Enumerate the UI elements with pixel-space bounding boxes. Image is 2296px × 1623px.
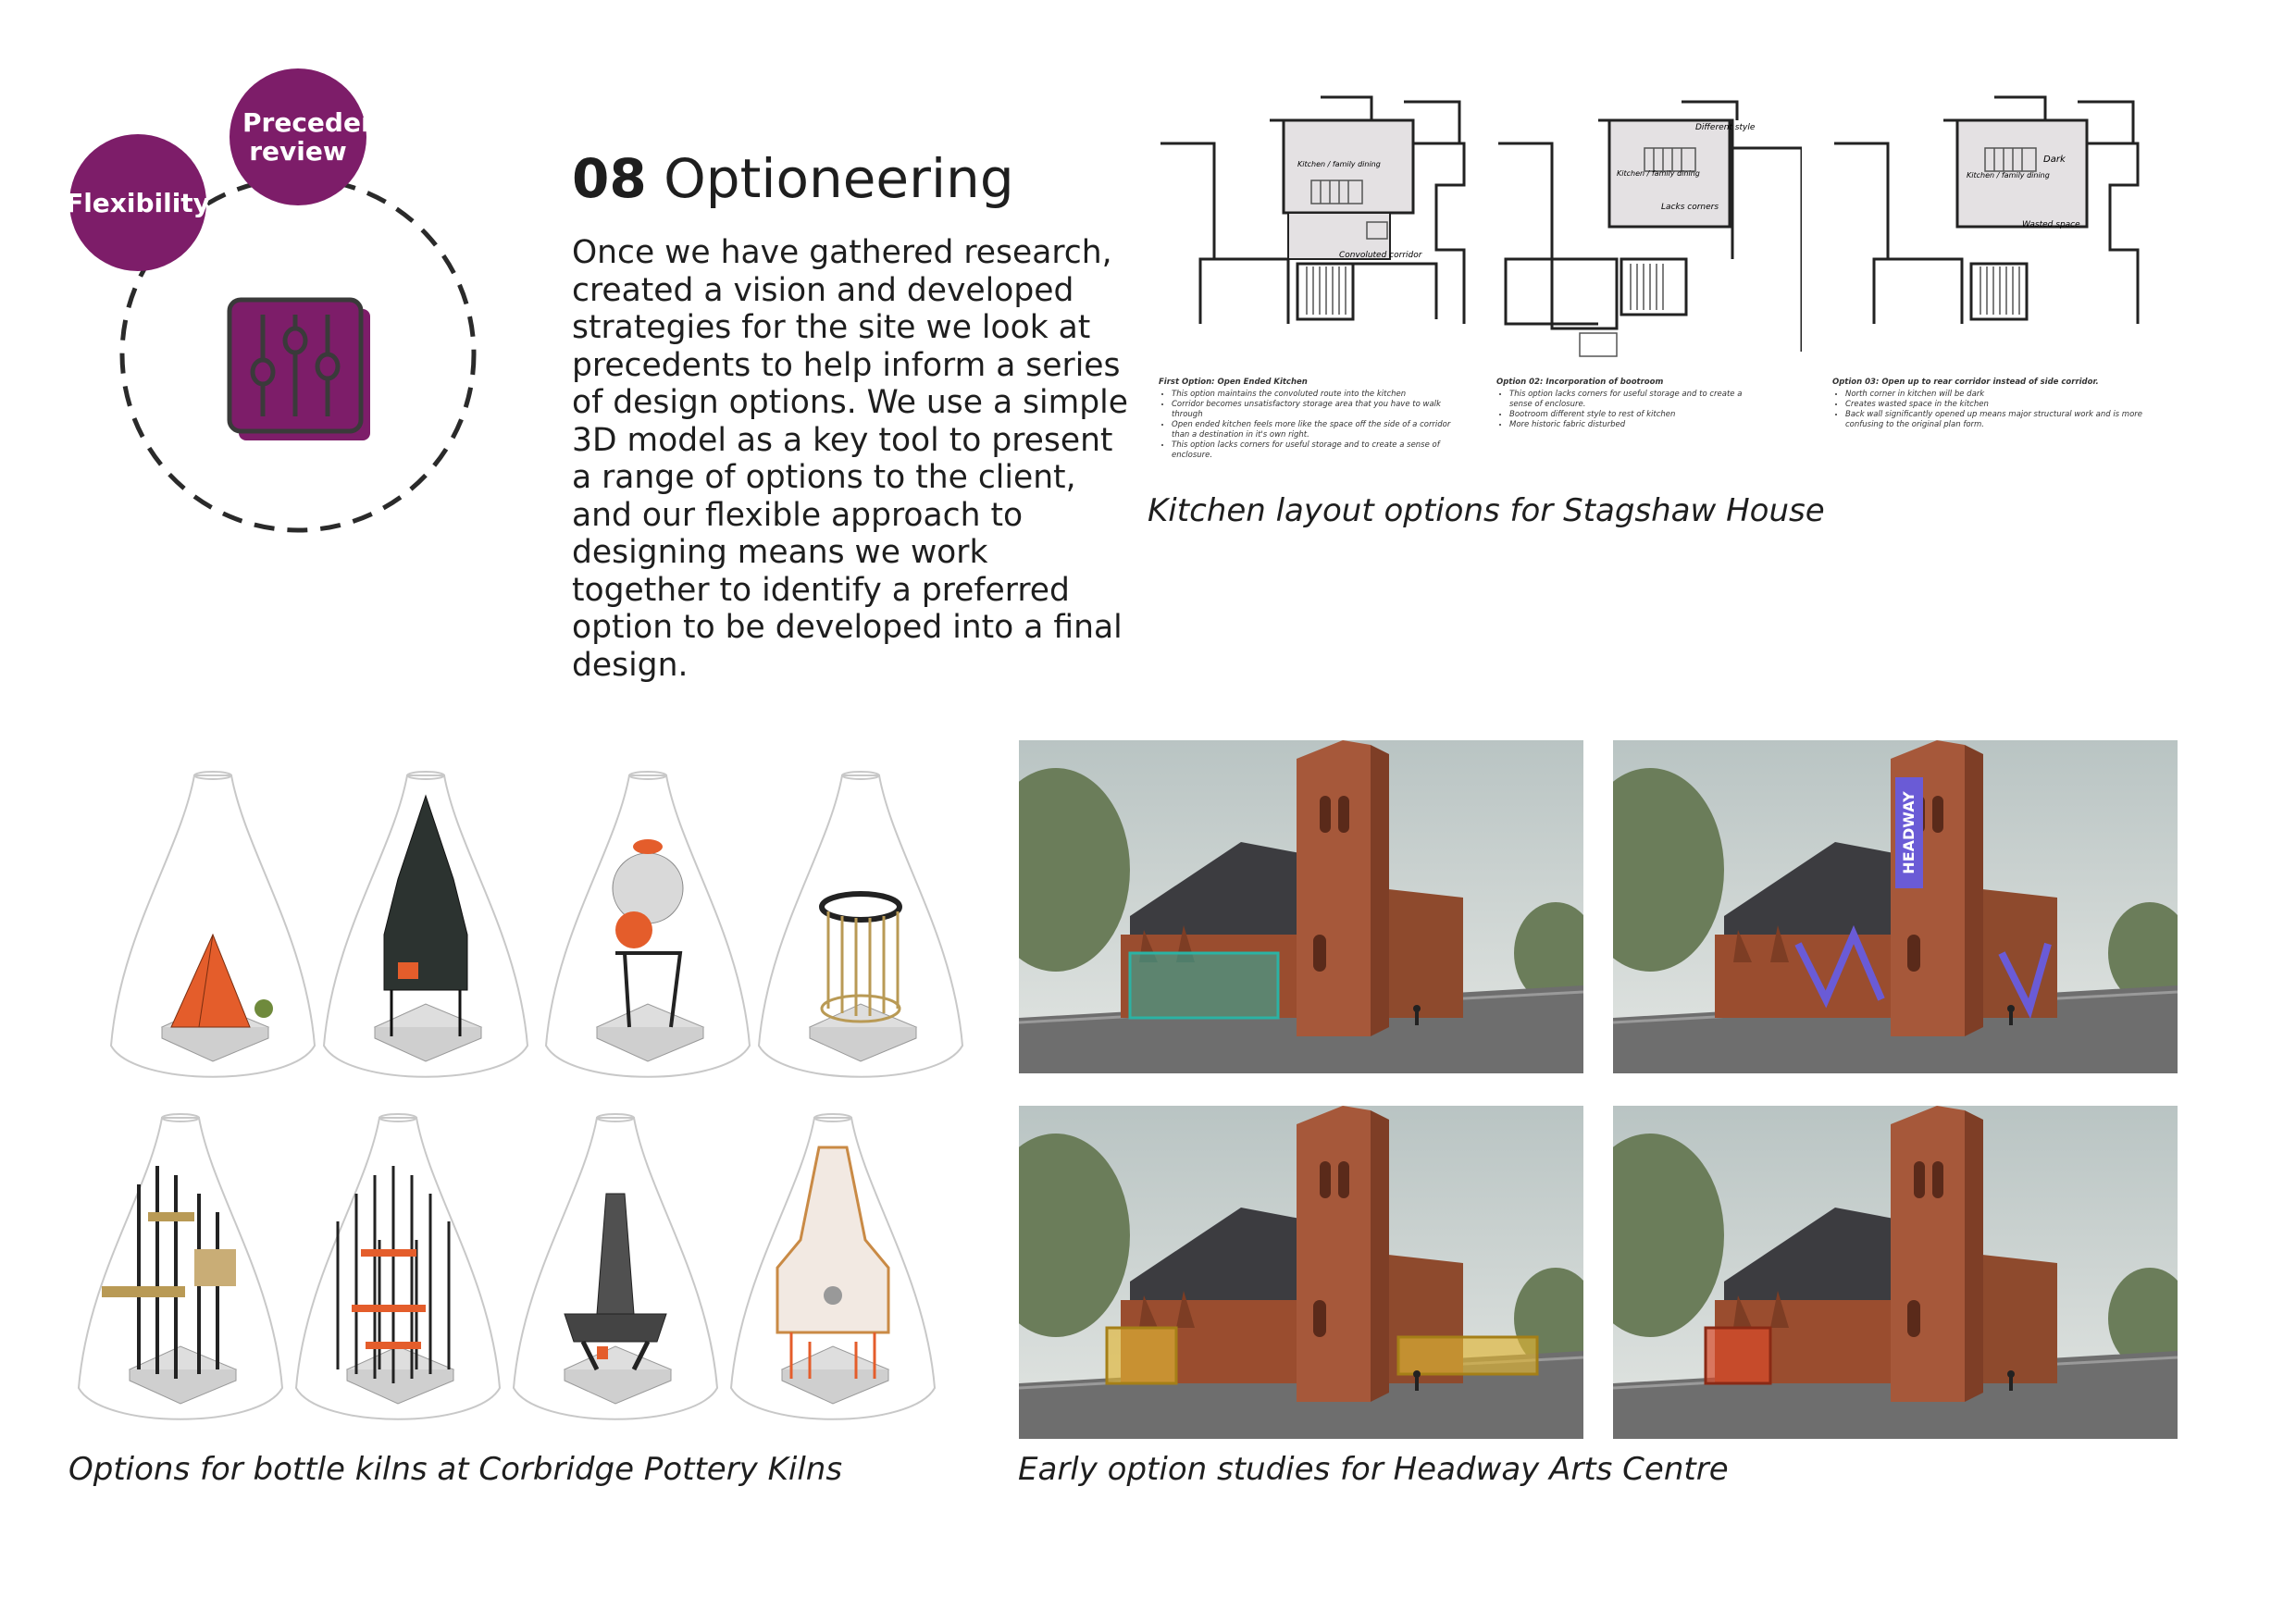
plan-2-note: This option lacks corners for useful sto… xyxy=(1509,390,1765,410)
dashed-circle xyxy=(119,176,477,533)
plan-3-note: North corner in kitchen will be dark xyxy=(1845,390,2166,400)
kiln-option-illustration xyxy=(544,771,751,1078)
plan-1-notes: First Option: Open Ended Kitchen This op… xyxy=(1159,378,1455,461)
plan-3-label-kitchen: Kitchen / family dining xyxy=(1967,171,2050,180)
plan-3-notes: Option 03: Open up to rear corridor inst… xyxy=(1832,378,2166,430)
headway-option-render xyxy=(1019,1106,1583,1439)
plan-3-note-title: Option 03: Open up to rear corridor inst… xyxy=(1832,378,2099,387)
plan-1-note: This option lacks corners for useful sto… xyxy=(1172,440,1455,461)
kilns-caption: Options for bottle kilns at Corbridge Po… xyxy=(68,1451,843,1488)
plan-2-notes: Option 02: Incorporation of bootroom Thi… xyxy=(1496,378,1765,430)
plan-1-note: This option maintains the convoluted rou… xyxy=(1172,390,1455,400)
kiln-option-illustration xyxy=(77,1113,284,1420)
bubble-flexibility-label: Flexibility xyxy=(66,187,210,218)
floor-plan-option-1: Kitchen / family dining Convoluted corri… xyxy=(1159,93,1494,389)
plan-1-label-kitchen: Kitchen / family dining xyxy=(1297,160,1381,168)
kiln-option-illustration xyxy=(729,1113,937,1420)
plan-2-label-corners: Lacks corners xyxy=(1661,203,1719,212)
section-title: Optioneering xyxy=(664,147,1014,210)
kiln-option-illustration xyxy=(322,771,529,1078)
sliders-icon xyxy=(227,297,370,440)
plan-3-label-dark: Dark xyxy=(2043,155,2066,165)
plan-2-note: Bootroom different style to rest of kitc… xyxy=(1509,410,1765,420)
plan-2-label-kitchen: Kitchen / family dining xyxy=(1617,169,1700,178)
plan-1-note-title: First Option: Open Ended Kitchen xyxy=(1159,378,1308,387)
plan-2-label-style: Different style xyxy=(1695,123,1756,132)
plan-2-note-title: Option 02: Incorporation of bootroom xyxy=(1496,378,1664,387)
bubble-flexibility: Flexibility xyxy=(66,134,210,271)
floor-plan-option-3: Kitchen / family dining Dark Wasted spac… xyxy=(1832,93,2166,352)
plan-3-note: Creates wasted space in the kitchen xyxy=(1845,400,2166,410)
headway-option-render xyxy=(1019,740,1583,1073)
floor-plan-option-2: Kitchen / family dining Lacks corners Di… xyxy=(1496,93,1804,361)
headway-option-render: HEADWAY xyxy=(1613,740,2178,1073)
headway-caption: Early option studies for Headway Arts Ce… xyxy=(1018,1451,1729,1488)
kitchen-caption: Kitchen layout options for Stagshaw Hous… xyxy=(1148,492,1825,529)
section-number: 08 xyxy=(572,147,647,210)
plan-3-label-wasted: Wasted space xyxy=(2022,220,2080,229)
plan-3-note: Back wall significantly opened up means … xyxy=(1845,410,2166,430)
kiln-option-illustration xyxy=(757,771,964,1078)
plan-2-note: More historic fabric disturbed xyxy=(1509,420,1765,430)
bubble-precedent-review: Precedent review xyxy=(230,68,392,205)
plan-1-note: Open ended kitchen feels more like the s… xyxy=(1172,420,1455,440)
bubble-precedent-review-label: Precedent review xyxy=(242,107,392,167)
kiln-option-illustration xyxy=(512,1113,719,1420)
headway-sign-text: HEADWAY xyxy=(1900,791,1917,874)
kiln-option-illustration xyxy=(294,1113,502,1420)
process-diagram: Flexibility Precedent review xyxy=(56,56,500,555)
plan-1-note: Corridor becomes unsatisfactory storage … xyxy=(1172,400,1455,420)
kiln-option-illustration xyxy=(109,771,316,1078)
plan-1-label-corridor: Convoluted corridor xyxy=(1339,251,1423,260)
intro-paragraph: Once we have gathered research, created … xyxy=(572,234,1128,684)
headway-option-render xyxy=(1613,1106,2178,1439)
page-title: 08 Optioneering xyxy=(572,146,1014,211)
